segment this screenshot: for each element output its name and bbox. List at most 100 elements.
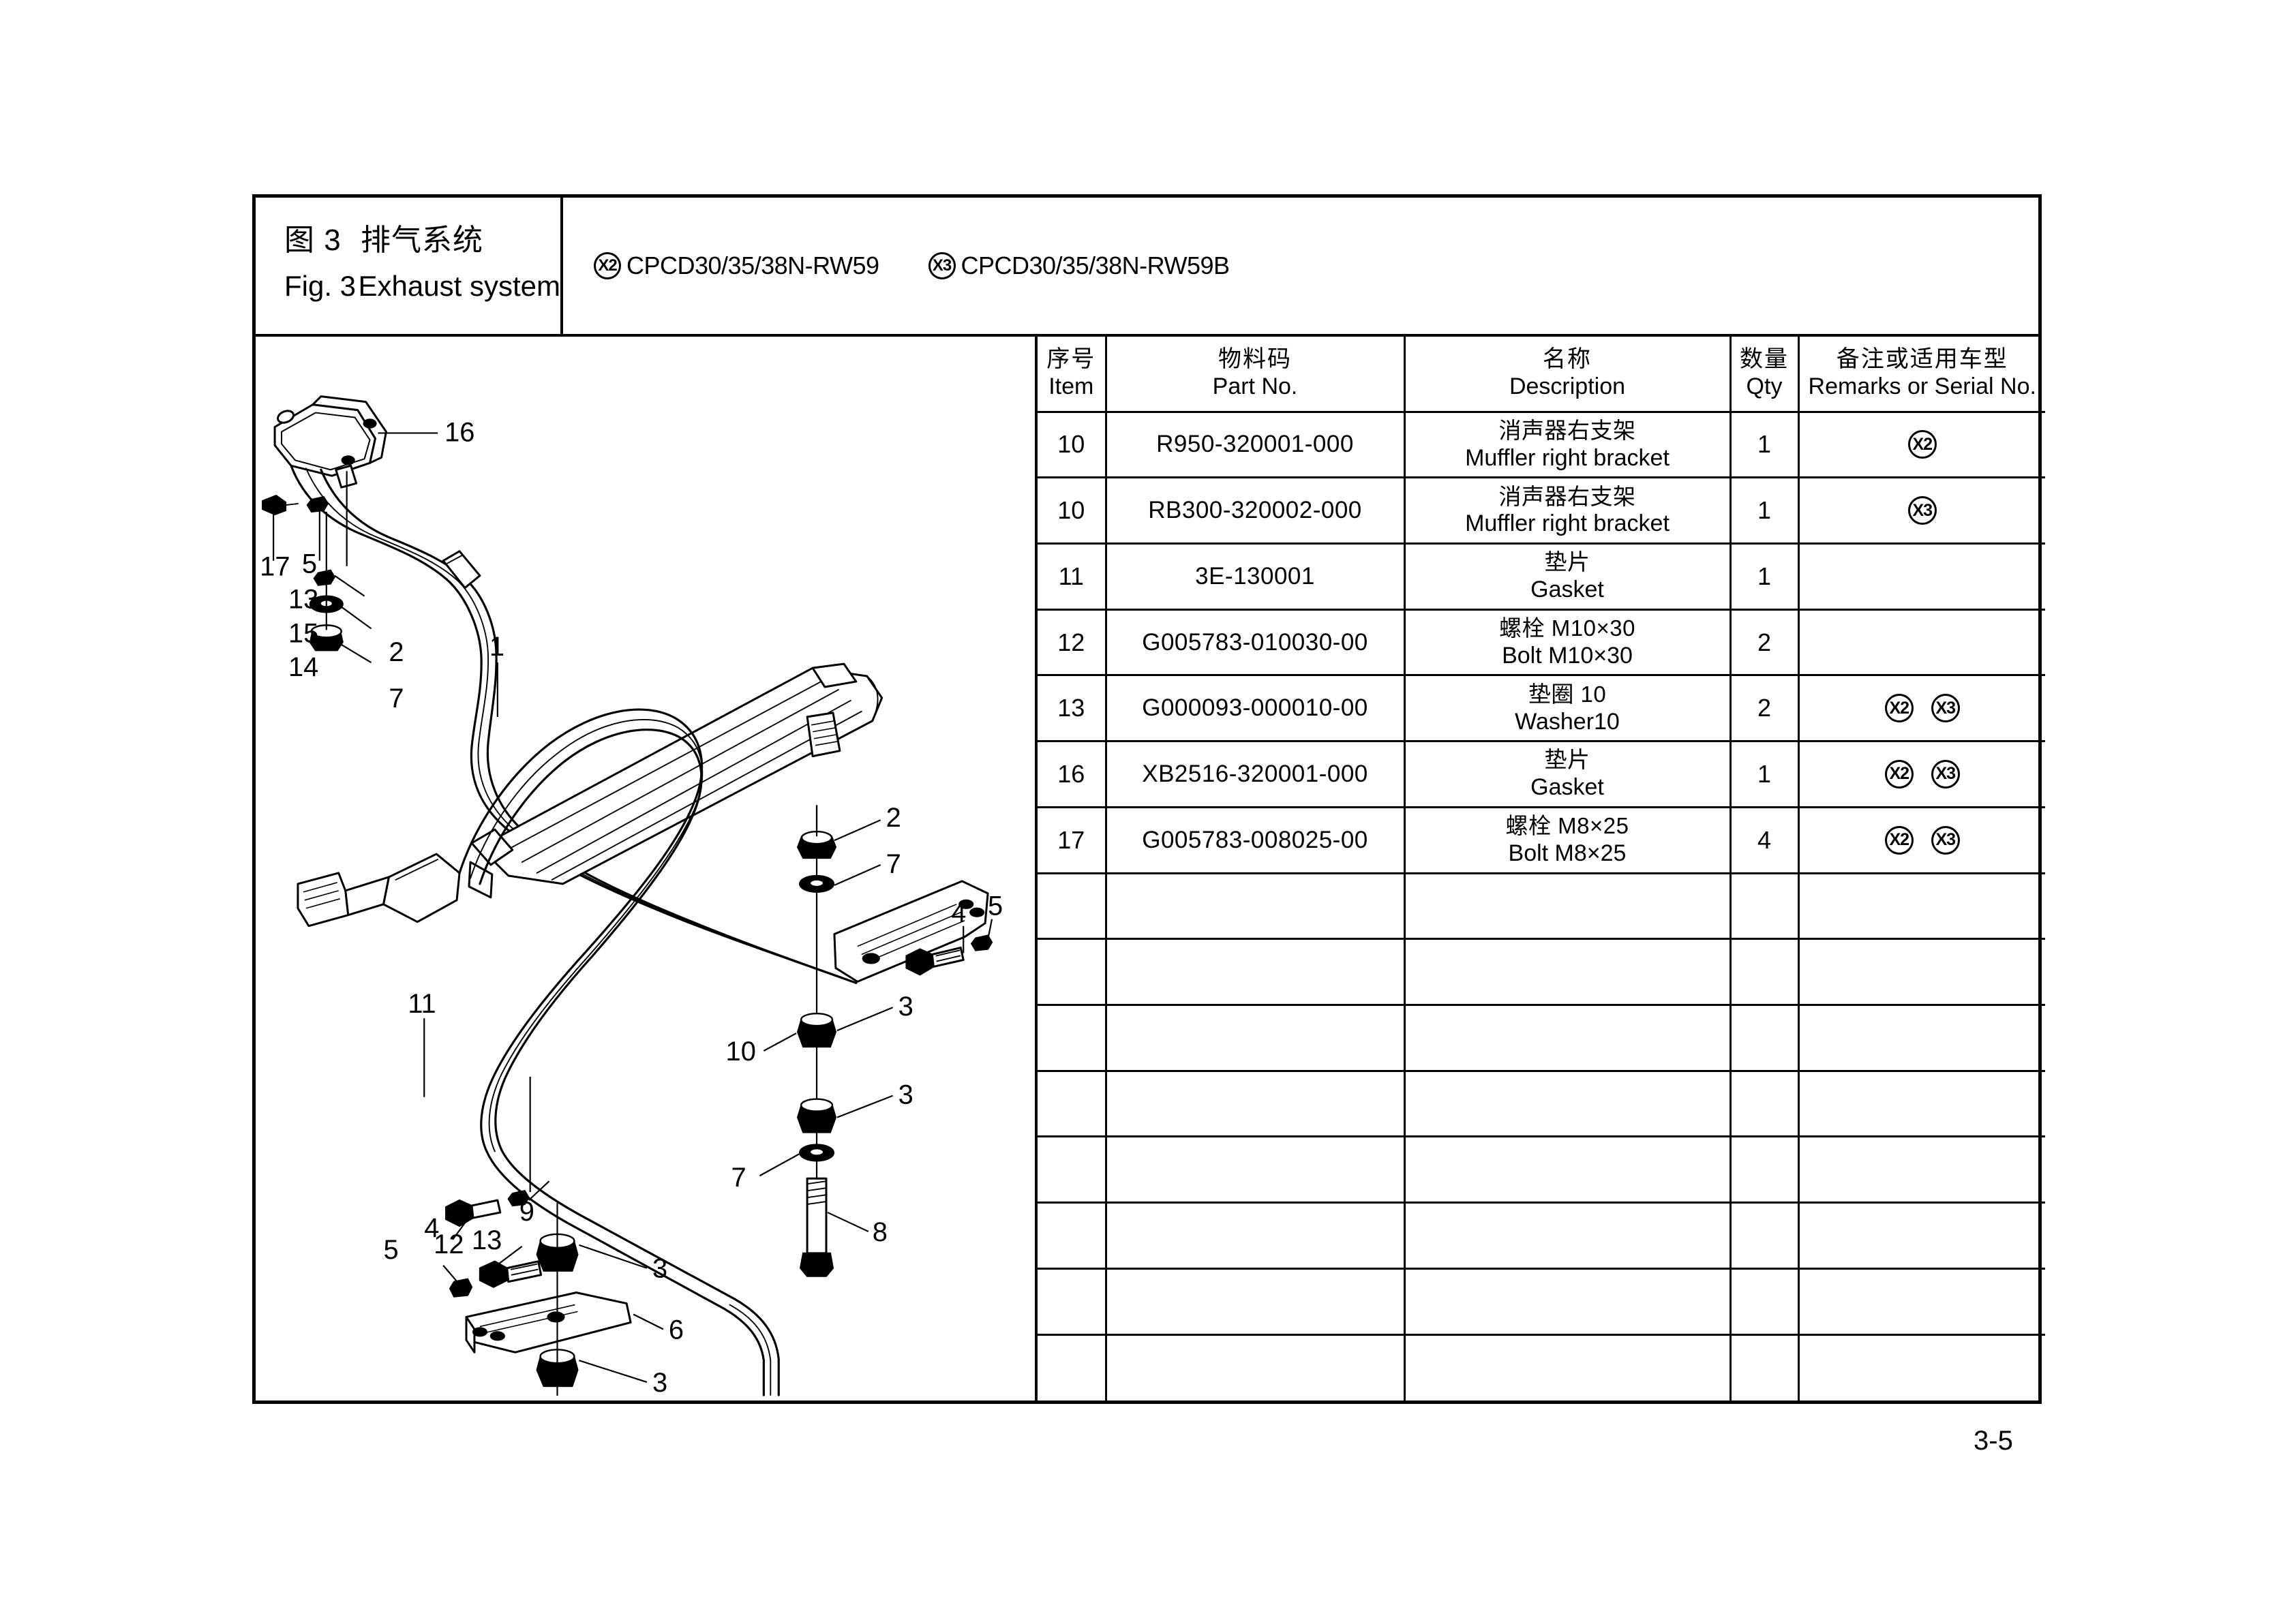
parts-list-table-container: 序号 Item 物料码 Part No. 名称 Description 数量 Q… [1038, 337, 2045, 1401]
column-header-part-en: Part No. [1212, 373, 1298, 400]
column-header-qty: 数量 Qty [1729, 337, 1800, 413]
callout-4-a: 4 [424, 1213, 439, 1243]
column-header-remarks-en: Remarks or Serial No. [1808, 373, 2036, 400]
pipe-clamp-ring [442, 550, 481, 590]
description-cn: 垫片 [1544, 747, 1590, 773]
cell-part-no [1104, 1333, 1406, 1401]
cell-remarks [1797, 1202, 2045, 1270]
column-header-item-en: Item [1048, 373, 1094, 400]
cell-part-no [1104, 1069, 1406, 1138]
model-tag-x3: X3 CPCD30/35/38N-RW59B [928, 251, 1230, 280]
callout-4-b: 4 [951, 898, 966, 928]
cell-remarks [1797, 1333, 2045, 1401]
description-cn: 垫片 [1544, 549, 1590, 575]
cell-item: 10 [1038, 410, 1107, 479]
table-header-row: 序号 Item 物料码 Part No. 名称 Description 数量 Q… [1038, 337, 2045, 413]
column-header-desc-cn: 名称 [1543, 346, 1592, 373]
figure-title: 图 3 排气系统 Fig. 3 Exhaust system [256, 198, 563, 334]
table-row [1038, 1069, 2045, 1138]
callout-7-c: 7 [731, 1163, 746, 1193]
x3-badge-icon: X3 [1931, 694, 1960, 723]
x2-badge-icon: X2 [1884, 694, 1914, 723]
muffler-left-bracket [297, 872, 350, 928]
cell-part-no [1104, 938, 1406, 1006]
remarks-badges: X3 [1800, 496, 2046, 525]
callout-13-a: 13 [288, 584, 318, 614]
x3-badge-icon: X3 [928, 252, 956, 279]
cell-qty [1729, 1267, 1800, 1336]
cell-item [1038, 1202, 1107, 1270]
column-header-item: 序号 Item [1038, 337, 1107, 413]
cell-item: 12 [1038, 608, 1107, 677]
cell-description [1403, 1135, 1732, 1204]
callout-5-b: 5 [988, 891, 1003, 921]
exhaust-assembly-illustration: .ln { fill:none; stroke:#000; stroke-wid… [260, 395, 1003, 1398]
callout-3-c: 3 [652, 1254, 667, 1284]
callout-5-a: 5 [302, 549, 317, 579]
description-en: Bolt M8×25 [1508, 840, 1627, 867]
callout-13-b: 13 [472, 1225, 502, 1255]
cell-remarks [1797, 542, 2045, 611]
cell-description [1403, 938, 1732, 1006]
x2-badge-icon: X2 [1884, 759, 1914, 789]
cell-description [1403, 872, 1732, 940]
cell-description [1403, 1202, 1732, 1270]
figure-title-en-line: Fig. 3 Exhaust system [284, 270, 560, 303]
cell-part-no: XB2516-320001-000 [1104, 740, 1406, 808]
table-row [1038, 1003, 2045, 1072]
description-en: Muffler right bracket [1465, 510, 1670, 537]
cell-qty [1729, 872, 1800, 940]
cell-item: 13 [1038, 674, 1107, 743]
cell-item [1038, 1003, 1107, 1072]
exhaust-flange-assembly [273, 395, 387, 477]
cell-qty: 1 [1729, 476, 1800, 545]
page-frame: 图 3 排气系统 Fig. 3 Exhaust system X2 CPCD30… [252, 194, 2045, 1404]
muffler-body [488, 667, 883, 885]
cell-description [1403, 1003, 1732, 1072]
description-en: Gasket [1530, 577, 1604, 603]
cell-item [1038, 1267, 1107, 1336]
remarks-badges: X2 X3 [1800, 694, 2046, 723]
cell-part-no [1104, 1003, 1406, 1072]
cell-item [1038, 1333, 1107, 1401]
right-fastener-stack [796, 805, 837, 1277]
cell-item [1038, 1069, 1107, 1138]
model-label-x3: CPCD30/35/38N-RW59B [961, 251, 1230, 279]
description-cn: 螺栓 M8×25 [1505, 813, 1629, 839]
cell-qty: 1 [1729, 740, 1800, 808]
remarks-badges: X2 [1800, 430, 2046, 459]
column-header-desc-en: Description [1509, 373, 1626, 400]
cell-remarks [1797, 872, 2045, 940]
column-header-part-cn: 物料码 [1218, 346, 1292, 373]
column-header-remarks-cn: 备注或适用车型 [1836, 346, 2008, 373]
column-header-qty-cn: 数量 [1740, 346, 1789, 373]
description-cn: 消声器右支架 [1498, 483, 1636, 509]
x2-badge-icon: X2 [1884, 825, 1914, 855]
description-en: Muffler right bracket [1465, 444, 1670, 471]
cell-qty [1729, 938, 1800, 1006]
page-number: 3-5 [1974, 1426, 2013, 1456]
cell-item: 17 [1038, 806, 1107, 874]
cell-part-no [1104, 1135, 1406, 1204]
description-cn: 消声器右支架 [1498, 417, 1636, 443]
muffler-guard-loop [458, 708, 737, 1311]
cell-qty [1729, 1202, 1800, 1270]
cell-remarks [1797, 1267, 2045, 1336]
column-header-description: 名称 Description [1403, 337, 1732, 413]
description-en: Washer10 [1515, 708, 1620, 735]
cell-qty [1729, 1333, 1800, 1401]
cell-description [1403, 1267, 1732, 1336]
figure-title-cn-line: 图 3 排气系统 [284, 215, 560, 259]
cell-item: 10 [1038, 476, 1107, 545]
cell-remarks [1797, 938, 2045, 1006]
